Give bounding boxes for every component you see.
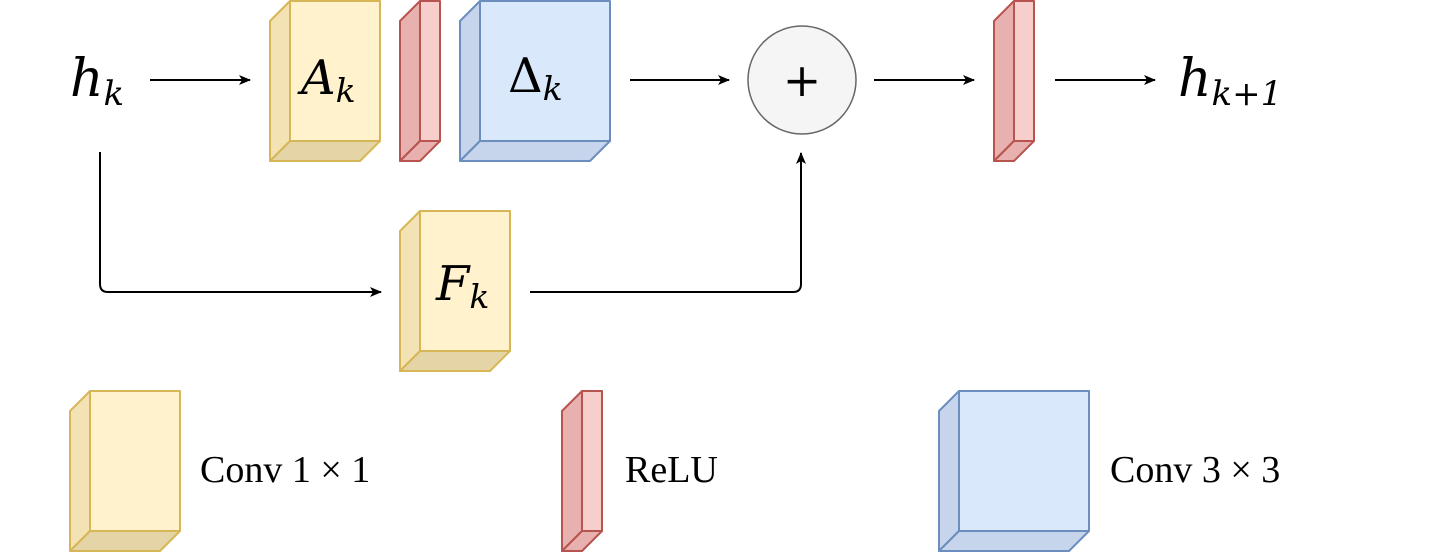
block-a-label: Ak	[297, 50, 356, 110]
block-a-conv1x1	[269, 0, 381, 162]
relu-block-2	[993, 0, 1035, 162]
sum-node	[747, 25, 857, 135]
input-label: hk	[70, 49, 124, 114]
block-delta-conv3x3	[459, 0, 611, 162]
legend-conv3x3-label: Conv 3 × 3	[1110, 449, 1280, 491]
relu-block-1	[399, 0, 441, 162]
arrow-input-to-f	[99, 152, 382, 297]
sum-symbol: +	[783, 53, 822, 107]
legend-conv1x1-label: Conv 1 × 1	[200, 449, 370, 491]
arrow-f-to-sum	[530, 152, 806, 293]
block-f-label: Fk	[435, 256, 489, 316]
legend-conv1x1-swatch	[69, 390, 181, 552]
legend-relu-swatch	[561, 390, 603, 552]
block-delta-label: Δk	[508, 48, 563, 108]
block-f-conv1x1	[399, 210, 511, 372]
legend-conv3x3-swatch	[938, 390, 1090, 552]
legend-relu-label: ReLU	[625, 449, 718, 491]
output-label: hk+1	[1178, 49, 1282, 114]
